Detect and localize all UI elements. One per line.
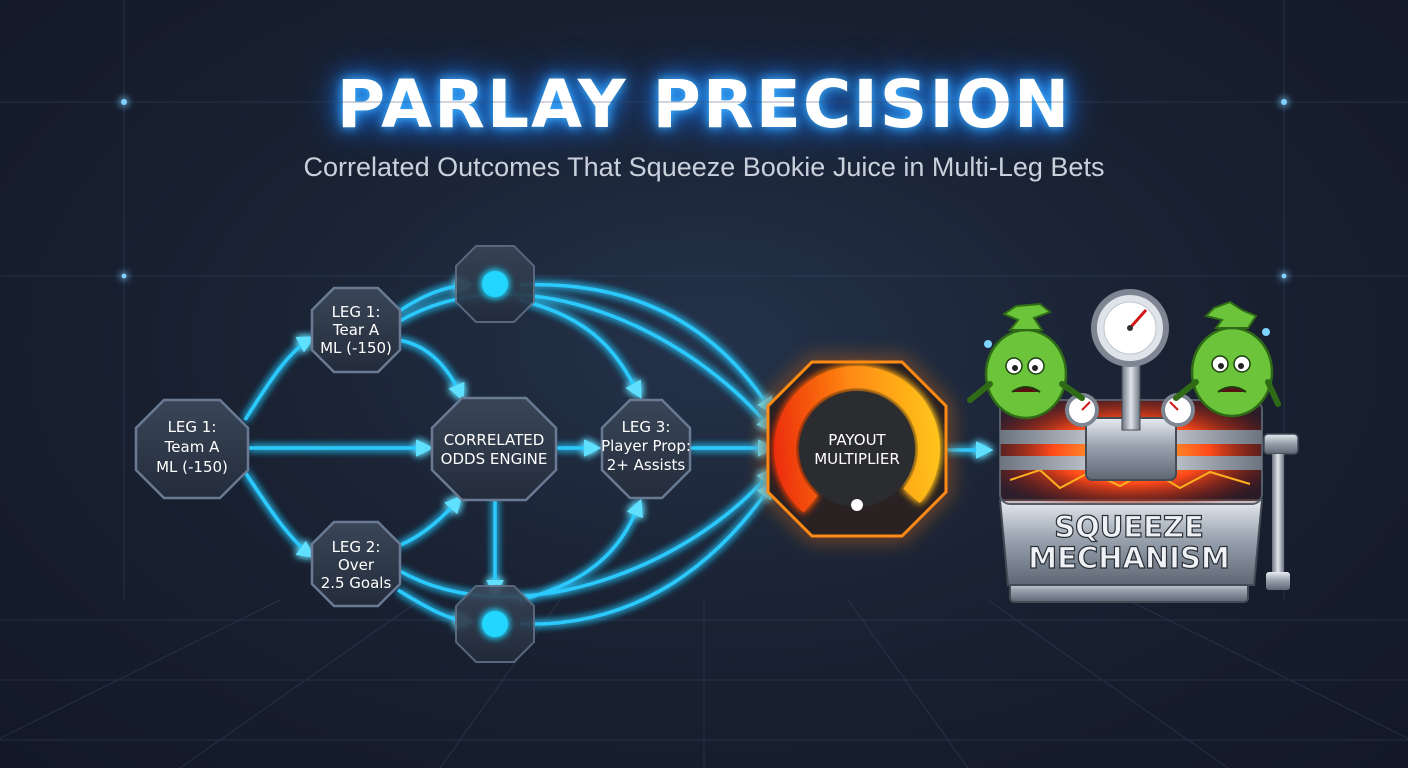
leg1-line-1: LEG 1: — [168, 418, 217, 436]
engine-line-1: CORRELATED — [444, 431, 545, 449]
leg1-top-line-3: ML (-150) — [320, 339, 392, 357]
leg1-node: LEG 1: Team A ML (-150) — [134, 398, 250, 500]
payout-multiplier-gauge: PAYOUT MULTIPLIER — [766, 360, 948, 538]
leg1-line-2: Team A — [164, 438, 220, 456]
squeeze-mechanism: SQUEEZE MECHANISM — [998, 359, 1299, 603]
leg2-line-1: LEG 2: — [332, 538, 381, 556]
leg2-line-2: Over — [338, 556, 375, 574]
engine-line-2: ODDS ENGINE — [441, 450, 548, 468]
leg2-node: LEG 2: Over 2.5 Goals — [310, 520, 402, 608]
squeeze-line-2: MECHANISM — [1028, 541, 1229, 575]
page-title: PARLAY PRECISION — [336, 66, 1072, 143]
leg1-top-line-2: Tear A — [332, 321, 380, 339]
leg1-line-3: ML (-150) — [156, 458, 228, 476]
grid-sparkles — [121, 99, 1287, 279]
pressure-gauge-icon — [1091, 289, 1169, 367]
connector-node-bottom — [455, 585, 535, 663]
squeeze-line-1: SQUEEZE — [1054, 510, 1204, 544]
leg3-line-1: LEG 3: — [622, 418, 671, 436]
money-bag-right-icon — [1173, 300, 1281, 418]
flow-lines — [243, 276, 994, 630]
leg3-node: LEG 3: Player Prop: 2+ Assists — [600, 398, 692, 500]
leg2-line-3: 2.5 Goals — [321, 574, 392, 592]
money-bag-left-icon — [967, 302, 1085, 420]
leg3-line-2: Player Prop: — [601, 437, 691, 455]
connector-node-top — [455, 245, 535, 323]
odds-engine-node: CORRELATED ODDS ENGINE — [430, 396, 558, 502]
payout-line-1: PAYOUT — [828, 431, 886, 449]
leg3-line-3: 2+ Assists — [607, 456, 686, 474]
gauge-needle-dot — [851, 499, 863, 511]
page-subtitle: Correlated Outcomes That Squeeze Bookie … — [303, 152, 1105, 182]
leg1-top-node: LEG 1: Tear A ML (-150) — [310, 286, 402, 374]
payout-line-2: MULTIPLIER — [814, 450, 900, 468]
leg1-top-line-1: LEG 1: — [332, 303, 381, 321]
